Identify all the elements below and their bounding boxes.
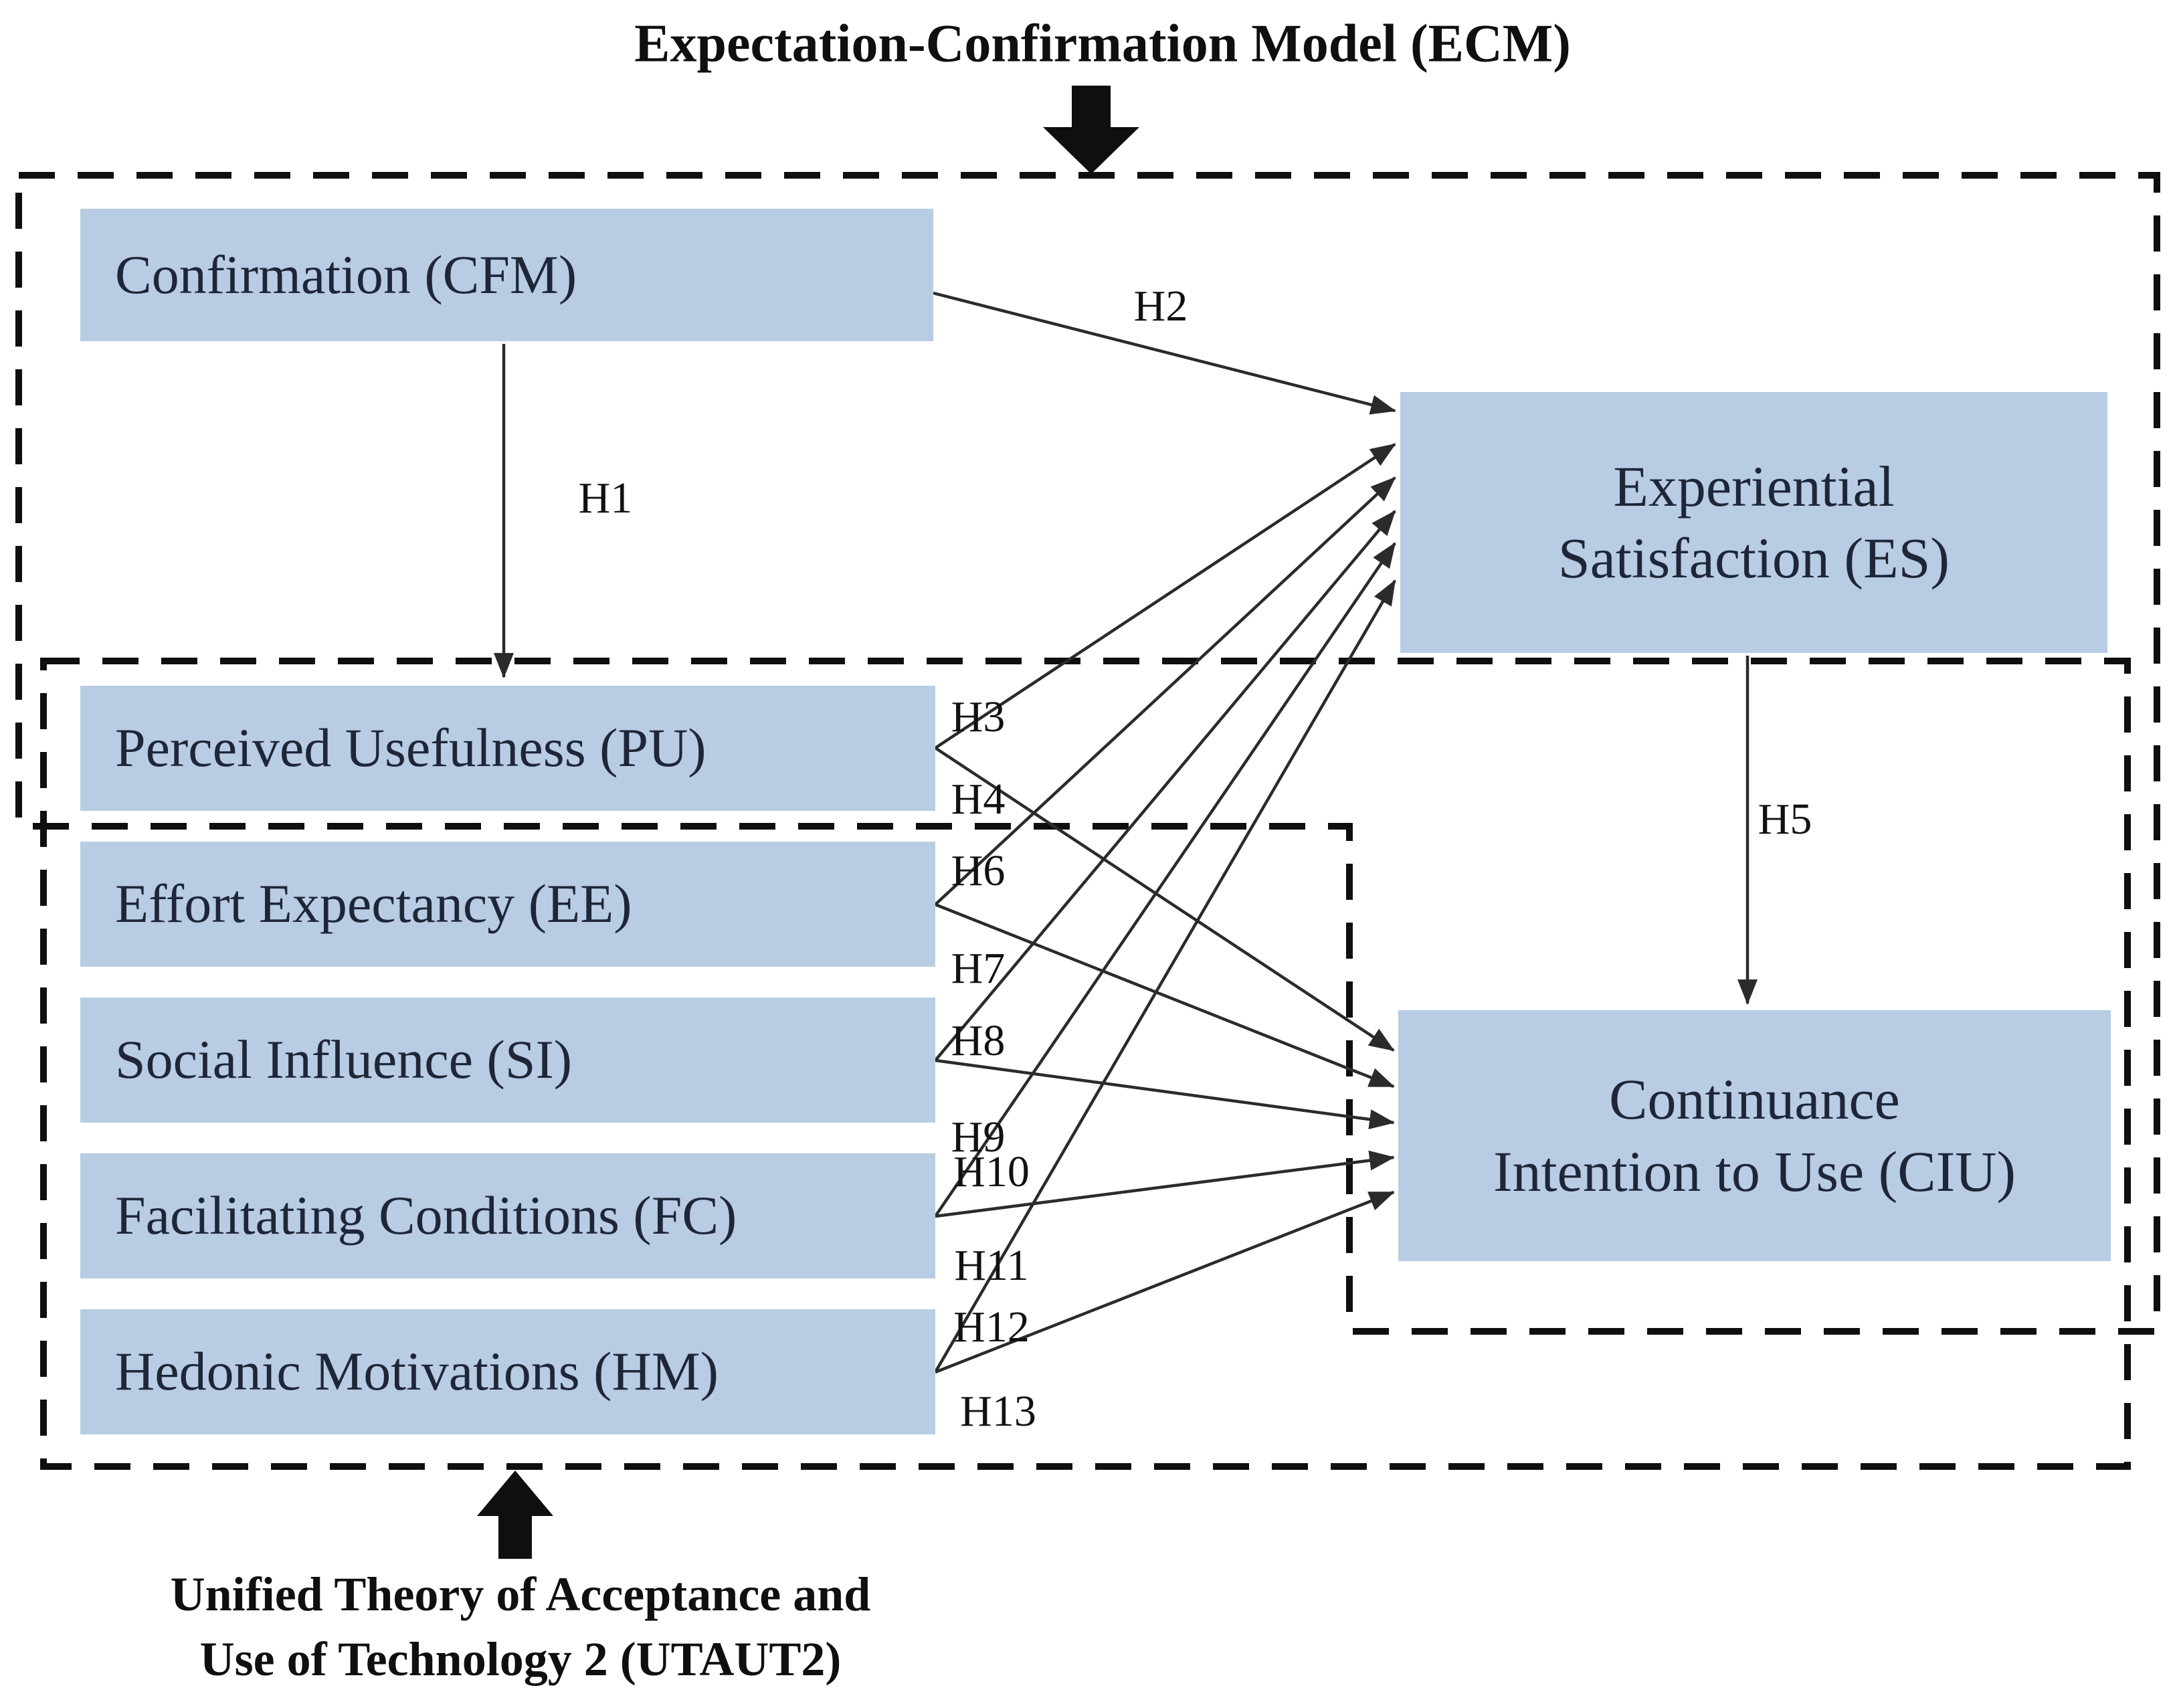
node-social-influence-si: Social Influence (SI) — [80, 998, 935, 1123]
hypothesis-label-h11: H11 — [954, 1241, 1029, 1290]
node-facilitating-conditions-fc-label: Facilitating Conditions (FC) — [115, 1185, 737, 1246]
hypothesis-label-h6: H6 — [951, 846, 1006, 895]
edge-h12-hm-to-es — [934, 579, 1396, 1373]
hypothesis-label-h4: H4 — [951, 775, 1006, 824]
node-perceived-usefulness-pu-label: Perceived Usefulness (PU) — [115, 717, 706, 779]
edge-h6-ee-to-es — [934, 476, 1396, 906]
hypothesis-label-h7: H7 — [951, 944, 1006, 993]
hypothesis-label-h12: H12 — [953, 1303, 1030, 1351]
edge-h9-si-to-ciu — [935, 1058, 1395, 1130]
edge-h4-pu-to-ciu — [934, 747, 1395, 1052]
node-social-influence-si-label: Social Influence (SI) — [115, 1029, 573, 1090]
edge-h13-hm-to-ciu — [935, 1190, 1395, 1374]
node-effort-expectancy-ee-label: Effort Expectancy (EE) — [115, 873, 632, 935]
node-effort-expectancy-ee: Effort Expectancy (EE) — [80, 842, 935, 967]
edge-h2-cfm-to-es — [933, 291, 1396, 415]
hypothesis-label-h2: H2 — [1133, 282, 1188, 330]
hypothesis-label-h8: H8 — [951, 1016, 1006, 1065]
edge-h8-si-to-es — [934, 510, 1396, 1062]
edge-h3-pu-to-es — [934, 443, 1396, 749]
node-perceived-usefulness-pu: Perceived Usefulness (PU) — [80, 686, 935, 811]
edge-h7-ee-to-ciu — [935, 903, 1395, 1088]
ecm-dashed-boundary — [15, 172, 2160, 1335]
node-hedonic-motivations-hm-label: Hedonic Motivations (HM) — [115, 1341, 719, 1402]
hypothesis-label-h9: H9 — [951, 1113, 1006, 1161]
node-continuance-intention-ciu: Continuance Intention to Use (CIU) — [1398, 1010, 2111, 1261]
hypothesis-label-h3: H3 — [951, 692, 1006, 741]
utaut2-dashed-boundary — [40, 658, 2131, 1470]
node-confirmation-cfm-label: Confirmation (CFM) — [115, 244, 577, 305]
node-experiential-satisfaction-es-label: Experiential Satisfaction (ES) — [1557, 454, 1950, 591]
node-continuance-intention-ciu-label: Continuance Intention to Use (CIU) — [1493, 1067, 2016, 1204]
hypothesis-label-h5: H5 — [1758, 795, 1812, 844]
utaut2-caption: Unified Theory of Acceptance and Use of … — [170, 1567, 871, 1686]
node-hedonic-motivations-hm: Hedonic Motivations (HM) — [80, 1309, 935, 1434]
node-facilitating-conditions-fc: Facilitating Conditions (FC) — [80, 1153, 935, 1278]
node-confirmation-cfm: Confirmation (CFM) — [80, 209, 933, 341]
edge-h11-fc-to-ciu — [935, 1150, 1395, 1218]
hypothesis-label-h10: H10 — [953, 1147, 1030, 1196]
node-experiential-satisfaction-es: Experiential Satisfaction (ES) — [1400, 392, 2107, 653]
hypothesis-label-h13: H13 — [960, 1387, 1036, 1436]
edge-h10-fc-to-es — [934, 542, 1396, 1218]
ecm-down-block-arrow-icon — [1043, 86, 1139, 174]
hypothesis-label-h1: H1 — [578, 474, 633, 523]
utaut2-up-block-arrow-icon — [477, 1470, 553, 1559]
diagram-title: Expectation-Confirmation Model (ECM) — [634, 14, 1571, 74]
